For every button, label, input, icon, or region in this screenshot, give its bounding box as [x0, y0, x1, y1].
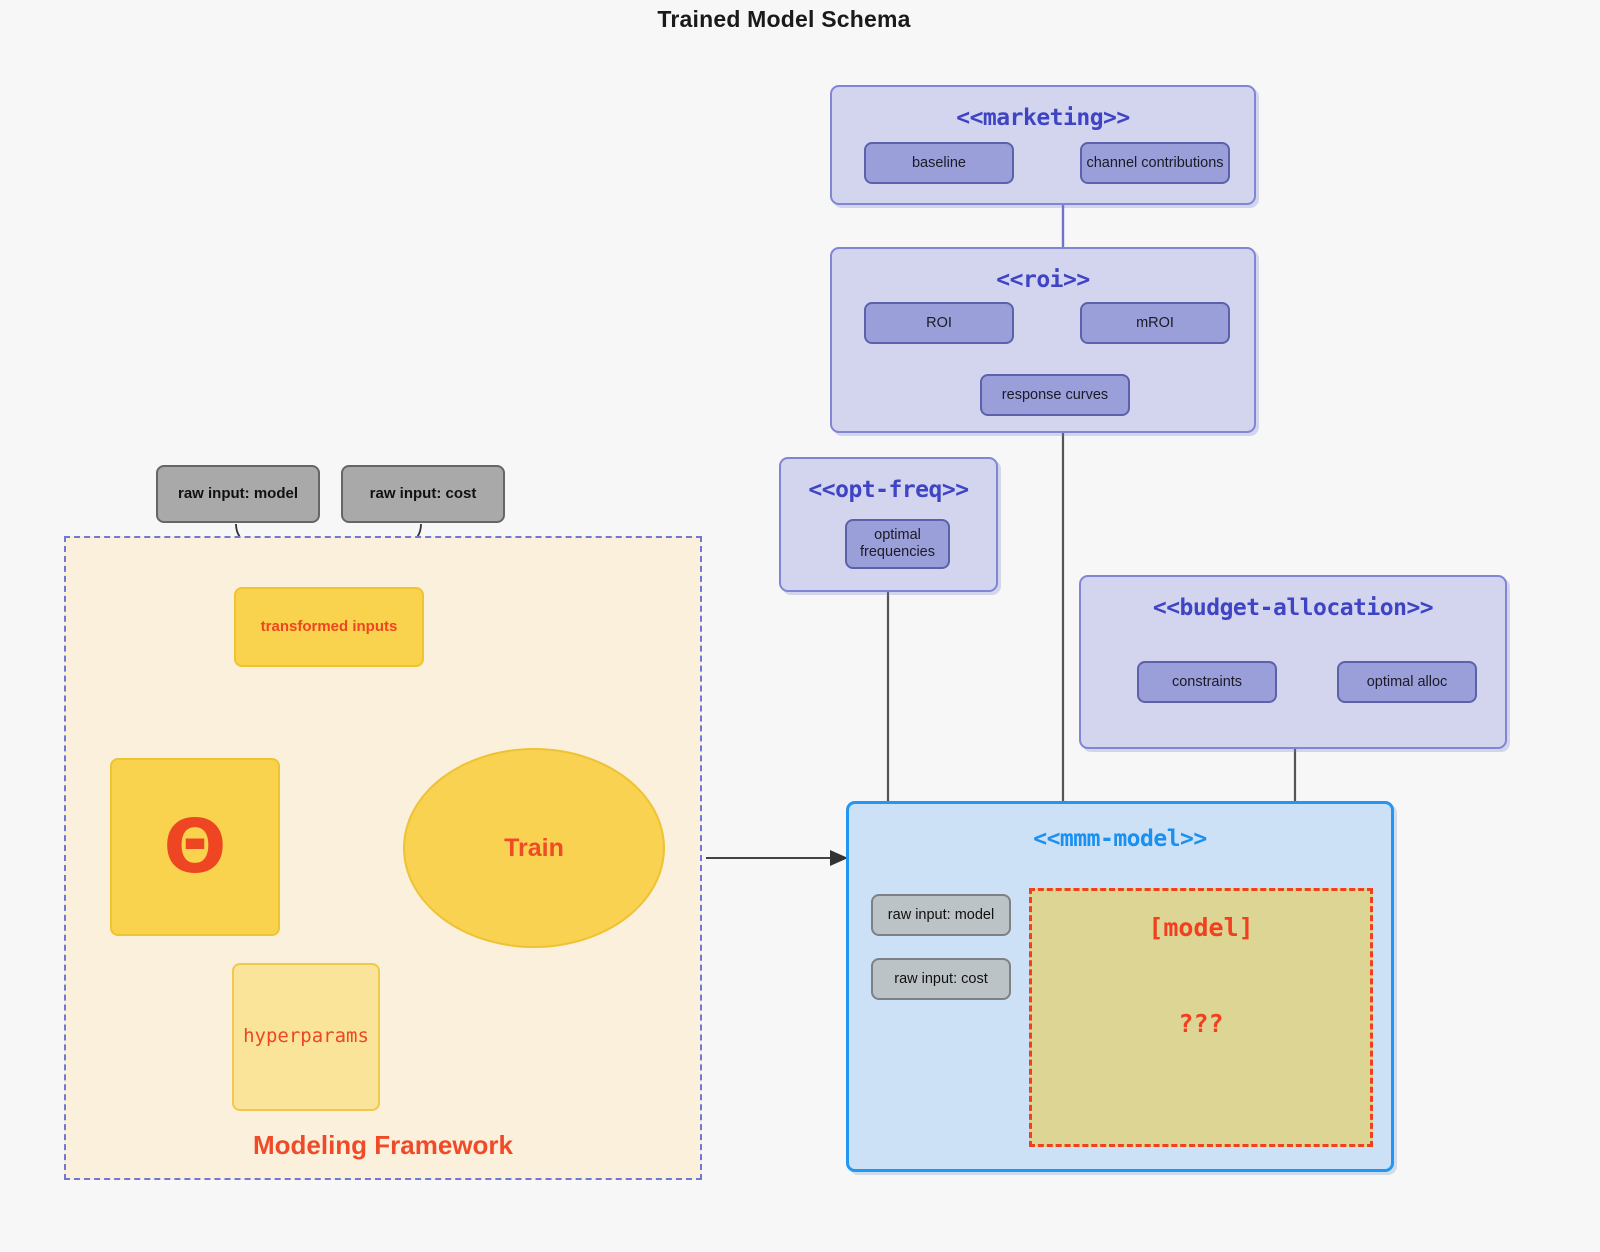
node-raw-input-cost-label: raw input: cost [369, 485, 477, 503]
node-train[interactable]: Train [403, 748, 665, 948]
node-theta[interactable]: Θ [102, 750, 280, 936]
theta-symbol: Θ [163, 804, 227, 890]
node-mmm-raw-input-cost-label: raw input: cost [894, 970, 988, 987]
package-roi[interactable]: <<roi>> ROI mROI response curves [830, 247, 1256, 433]
node-response-curves[interactable]: response curves [974, 368, 1130, 416]
package-budget-allocation[interactable]: <<budget-allocation>> constraints optima… [1079, 575, 1507, 749]
node-channel-contributions[interactable]: channel contributions [1074, 136, 1230, 184]
node-mmm-raw-input-model-label: raw input: model [887, 906, 995, 923]
node-train-label: Train [504, 833, 564, 862]
node-mmm-raw-input-model[interactable]: raw input: model [865, 888, 1011, 936]
node-mroi-label: mROI [1136, 314, 1174, 331]
node-raw-input-model-label: raw input: model [178, 485, 298, 503]
node-roi[interactable]: ROI [858, 296, 1014, 344]
model-region-unknown: ??? [1178, 1009, 1224, 1038]
page-title: Trained Model Schema [657, 6, 911, 32]
package-opt-freq[interactable]: <<opt-freq>> optimal frequencies [779, 457, 998, 592]
node-raw-input-model[interactable]: raw input: model [148, 457, 320, 523]
node-baseline-label: baseline [911, 154, 966, 171]
node-transformed-inputs-label: transformed inputs [260, 618, 398, 636]
package-roi-title: <<roi>> [996, 267, 1090, 293]
node-optimal-alloc-label: optimal alloc [1366, 673, 1448, 690]
node-raw-input-cost[interactable]: raw input: cost [333, 457, 505, 523]
package-marketing-title: <<marketing>> [956, 105, 1130, 131]
node-mroi[interactable]: mROI [1074, 296, 1230, 344]
node-transformed-inputs[interactable]: transformed inputs [226, 579, 424, 667]
node-response-curves-label: response curves [1001, 386, 1109, 403]
node-hyperparams-label: hyperparams [243, 1025, 369, 1048]
package-budget-allocation-title: <<budget-allocation>> [1152, 595, 1434, 621]
node-channel-contributions-label: channel contributions [1086, 154, 1224, 171]
model-region-name: [model] [1148, 913, 1254, 942]
model-region[interactable]: [model] ??? [1029, 888, 1373, 1147]
node-constraints-label: constraints [1171, 673, 1243, 690]
node-roi-label: ROI [926, 314, 952, 331]
modeling-framework-label: Modeling Framework [252, 1130, 514, 1160]
package-opt-freq-title: <<opt-freq>> [808, 477, 969, 503]
node-constraints[interactable]: constraints [1131, 655, 1277, 703]
node-optimal-frequencies[interactable]: optimal frequencies [839, 513, 950, 569]
node-baseline[interactable]: baseline [858, 136, 1014, 184]
package-marketing[interactable]: <<marketing>> baseline channel contribut… [830, 85, 1256, 205]
package-mmm-model-title: <<mmm-model>> [1033, 826, 1207, 852]
node-optimal-frequencies-label: optimal frequencies [860, 527, 935, 560]
node-hyperparams[interactable]: hyperparams [224, 955, 380, 1111]
package-mmm-model[interactable]: <<mmm-model>> raw input: model raw input… [846, 801, 1394, 1172]
node-optimal-alloc[interactable]: optimal alloc [1331, 655, 1477, 703]
node-mmm-raw-input-cost[interactable]: raw input: cost [865, 952, 1011, 1000]
